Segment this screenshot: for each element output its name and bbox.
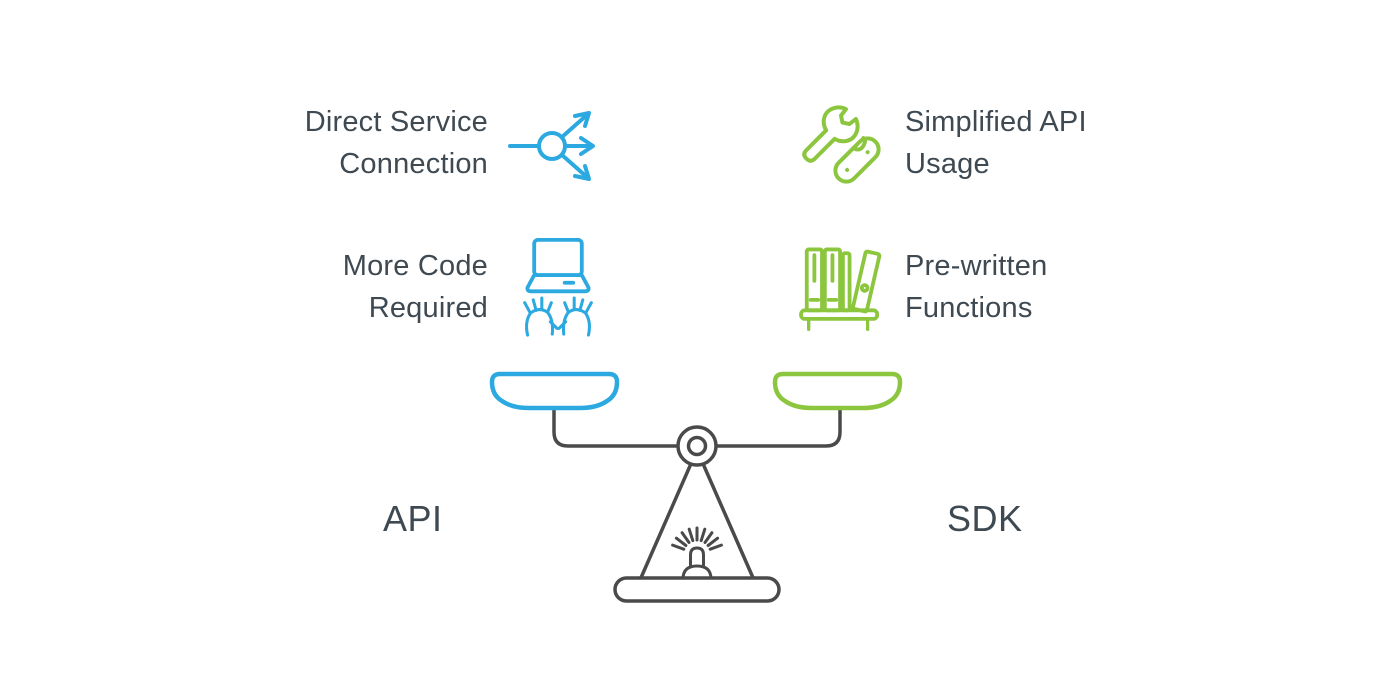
wrench-icon bbox=[802, 105, 860, 163]
scale-bell-finial bbox=[689, 546, 705, 570]
scale-pivot-inner bbox=[686, 435, 708, 457]
feature-text-line: Direct Service bbox=[304, 106, 488, 138]
feature-text-line: Simplified API bbox=[905, 106, 1087, 138]
share-network-icon-strokes bbox=[508, 111, 595, 181]
feature-text-line: Usage bbox=[905, 148, 990, 180]
right-hand-icon bbox=[557, 296, 593, 337]
feature-more-code-required: More Code Required bbox=[343, 245, 488, 329]
feature-prewritten-functions: Pre-written Functions bbox=[905, 245, 1047, 329]
scale-bell-mound bbox=[681, 564, 713, 581]
share-network-icon bbox=[507, 100, 599, 192]
laptop-typing-icon-strokes bbox=[523, 238, 593, 337]
feature-text-line: More Code bbox=[342, 250, 488, 282]
feature-text-line: Connection bbox=[339, 148, 488, 180]
bookshelf-icon bbox=[799, 239, 883, 336]
feature-simplified-api-usage: Simplified API Usage bbox=[905, 101, 1087, 185]
multitool-icon bbox=[833, 136, 881, 184]
scale-rays bbox=[671, 526, 723, 551]
bookshelf-icon-strokes bbox=[799, 247, 882, 332]
feature-text-line: Required bbox=[368, 292, 488, 324]
leaning-book-icon bbox=[851, 249, 882, 314]
laptop-typing-icon bbox=[518, 238, 598, 337]
scale-pan-sdk bbox=[772, 371, 903, 411]
scale-base bbox=[613, 576, 781, 603]
wrench-tools-icon bbox=[799, 96, 887, 196]
scale-pan-api bbox=[489, 371, 620, 411]
sdk-label: SDK bbox=[947, 498, 1023, 539]
left-hand-icon bbox=[523, 296, 559, 337]
balance-scale bbox=[485, 362, 915, 612]
feature-text-line: Functions bbox=[905, 292, 1033, 324]
api-label: API bbox=[383, 498, 443, 539]
wrench-tools-icon-strokes bbox=[802, 105, 881, 184]
feature-text-line: Pre-written bbox=[905, 250, 1048, 282]
feature-direct-service-connection: Direct Service Connection bbox=[305, 101, 488, 185]
